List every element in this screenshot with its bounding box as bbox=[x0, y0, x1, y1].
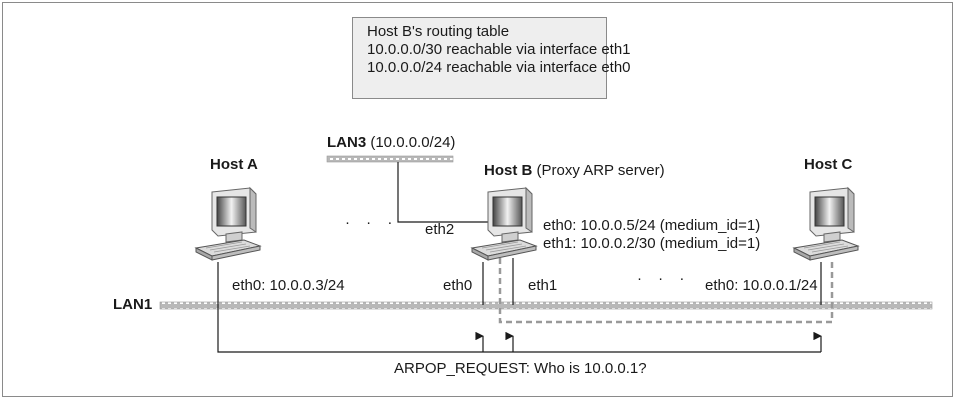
lan3-bar bbox=[326, 155, 454, 163]
host-a-eth0-label: eth0: 10.0.0.3/24 bbox=[232, 277, 345, 294]
host-c-label: Host C bbox=[804, 156, 853, 173]
host-b-name: Host B bbox=[484, 162, 533, 179]
host-b-eth0-label: eth0 bbox=[443, 277, 473, 294]
host-b-eth2-label: eth2 bbox=[425, 221, 455, 238]
host-b-eth1-info: eth1: 10.0.0.2/30 (medium_id=1) bbox=[543, 235, 761, 252]
host-a-label: Host A bbox=[210, 156, 258, 173]
host-b-eth1-label: eth1 bbox=[528, 277, 558, 294]
lan3-name: LAN3 bbox=[327, 134, 367, 151]
routing-table-line-1: 10.0.0.0/30 reachable via interface eth1 bbox=[367, 41, 631, 58]
host-b-role: (Proxy ARP server) bbox=[536, 162, 665, 179]
arp-request-path bbox=[217, 305, 821, 353]
eth2-link bbox=[397, 162, 488, 223]
routing-table-line-2: 10.0.0.0/24 reachable via interface eth0 bbox=[367, 59, 631, 76]
ellipsis-right: · · · bbox=[637, 270, 691, 287]
lan3-subnet: (10.0.0.0/24) bbox=[370, 134, 456, 151]
host-b-label: Host B (Proxy ARP server) bbox=[484, 162, 665, 180]
host-c-eth0-label: eth0: 10.0.0.1/24 bbox=[705, 277, 818, 294]
lan1-label: LAN1 bbox=[113, 296, 153, 313]
routing-table-box: Host B's routing table 10.0.0.0/30 reach… bbox=[352, 17, 631, 99]
diagram-frame bbox=[2, 2, 953, 397]
lan3-label: LAN3 (10.0.0.0/24) bbox=[327, 134, 455, 152]
lan1-bar bbox=[159, 301, 933, 310]
host-b-eth0-info: eth0: 10.0.0.5/24 (medium_id=1) bbox=[543, 217, 761, 234]
host-b-computer-icon bbox=[471, 187, 537, 261]
routing-table-title: Host B's routing table bbox=[367, 23, 510, 40]
subnet-30-dashed-box bbox=[498, 258, 834, 324]
arp-request-label: ARPOP_REQUEST: Who is 10.0.0.1? bbox=[394, 360, 647, 377]
host-a-computer-icon bbox=[195, 187, 261, 261]
ellipsis-left: · · · bbox=[345, 214, 399, 231]
host-c-computer-icon bbox=[793, 187, 859, 261]
